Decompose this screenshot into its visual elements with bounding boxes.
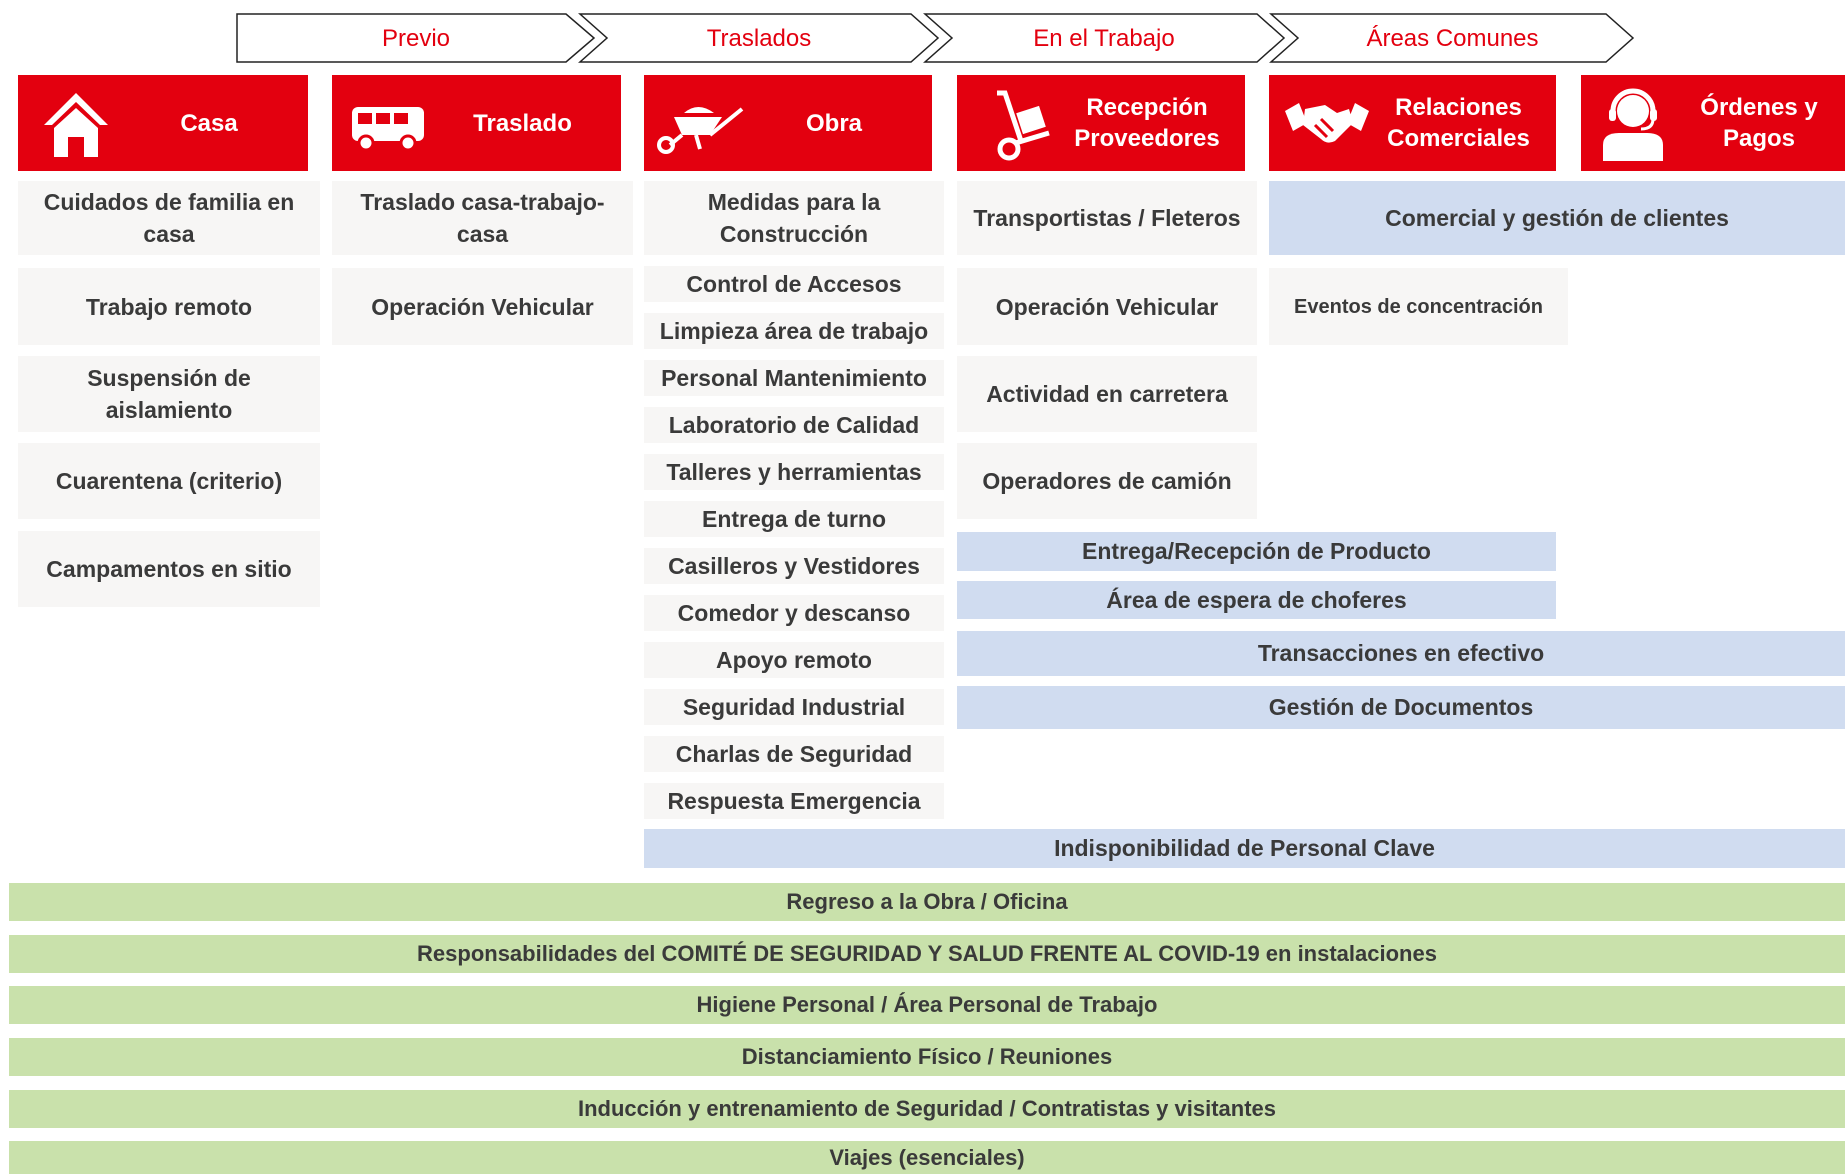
recepcion-item: Transportistas / Fleteros xyxy=(957,181,1257,255)
phase-chevron-traslados xyxy=(578,13,940,63)
obra-item: Talleres y herramientas xyxy=(644,454,944,490)
obra-item: Seguridad Industrial xyxy=(644,689,944,725)
wheelbarrow-icon xyxy=(657,107,744,154)
recepcion-item: Actividad en carretera xyxy=(957,356,1257,432)
general-bar: Regreso a la Obra / Oficina xyxy=(9,883,1845,921)
headset-agent-icon xyxy=(1603,88,1663,161)
header-label: Órdenes y Pagos xyxy=(1700,94,1818,152)
obra-item: Charlas de Seguridad xyxy=(644,736,944,772)
header-label: Obra xyxy=(805,109,862,137)
header-recepcion-proveedores: Recepción Proveedores xyxy=(957,75,1245,171)
shared-band-entrega: Entrega/Recepción de Producto xyxy=(957,532,1556,571)
header-label: Relaciones Comerciales xyxy=(1387,94,1530,152)
phase-label-traslados: Traslados xyxy=(706,25,812,52)
general-bar: Inducción y entrenamiento de Seguridad /… xyxy=(9,1090,1845,1128)
obra-item: Limpieza área de trabajo xyxy=(644,313,944,349)
obra-item: Comedor y descanso xyxy=(644,595,944,631)
header-casa: Casa xyxy=(18,75,308,171)
obra-item: Entrega de turno xyxy=(644,501,944,537)
relaciones-item: Eventos de concentración xyxy=(1269,268,1568,345)
obra-item: Laboratorio de Calidad xyxy=(644,407,944,443)
header-obra: Obra xyxy=(644,75,932,171)
casa-item: Cuidados de familia en casa xyxy=(18,181,320,255)
header-ordenes-pagos: Órdenes y Pagos xyxy=(1581,75,1845,171)
phase-chevron-previo xyxy=(236,13,596,63)
header-label: Casa xyxy=(180,109,238,137)
hand-truck-icon xyxy=(997,90,1050,161)
traslado-item: Traslado casa-trabajo-casa xyxy=(332,181,633,255)
phase-label-previo: Previo xyxy=(381,25,451,52)
general-bar: Distanciamiento Físico / Reuniones xyxy=(9,1038,1845,1076)
header-traslado: Traslado xyxy=(332,75,621,171)
casa-item: Cuarentena (criterio) xyxy=(18,443,320,519)
header-label: Traslado xyxy=(473,109,572,137)
handshake-icon xyxy=(1285,103,1369,143)
phase-label-en-el-trabajo: En el Trabajo xyxy=(1033,25,1175,52)
phase-label-areas-comunes: Áreas Comunes xyxy=(1366,25,1539,52)
header-relaciones-comerciales: Relaciones Comerciales xyxy=(1269,75,1556,171)
obra-item: Apoyo remoto xyxy=(644,642,944,678)
header-label: Recepción Proveedores xyxy=(1074,94,1220,152)
general-bar: Higiene Personal / Área Personal de Trab… xyxy=(9,986,1845,1024)
shared-band-espera: Área de espera de choferes xyxy=(957,581,1556,619)
shared-band-comercial: Comercial y gestión de clientes xyxy=(1269,181,1845,255)
obra-item: Personal Mantenimiento xyxy=(644,360,944,396)
general-bar: Viajes (esenciales) xyxy=(9,1141,1845,1174)
house-icon xyxy=(44,93,108,157)
traslado-item: Operación Vehicular xyxy=(332,268,633,345)
phase-chevron-areas-comunes xyxy=(1269,13,1635,63)
bus-icon xyxy=(352,107,424,152)
recepcion-item: Operadores de camión xyxy=(957,443,1257,519)
obra-item: Respuesta Emergencia xyxy=(644,783,944,819)
casa-item: Trabajo remoto xyxy=(18,268,320,345)
recepcion-item: Operación Vehicular xyxy=(957,268,1257,345)
casa-item: Campamentos en sitio xyxy=(18,531,320,607)
casa-item: Suspensión de aislamiento xyxy=(18,356,320,432)
phase-chevrons xyxy=(236,13,1635,63)
shared-band-documentos: Gestión de Documentos xyxy=(957,686,1845,729)
obra-item: Casilleros y Vestidores xyxy=(644,548,944,584)
shared-band-indisponibilidad: Indisponibilidad de Personal Clave xyxy=(644,829,1845,868)
shared-band-efectivo: Transacciones en efectivo xyxy=(957,631,1845,676)
phase-chevron-en-el-trabajo xyxy=(923,13,1286,63)
obra-item: Medidas para la Construcción xyxy=(644,181,944,255)
obra-item: Control de Accesos xyxy=(644,266,944,302)
general-bar: Responsabilidades del COMITÉ DE SEGURIDA… xyxy=(9,935,1845,973)
